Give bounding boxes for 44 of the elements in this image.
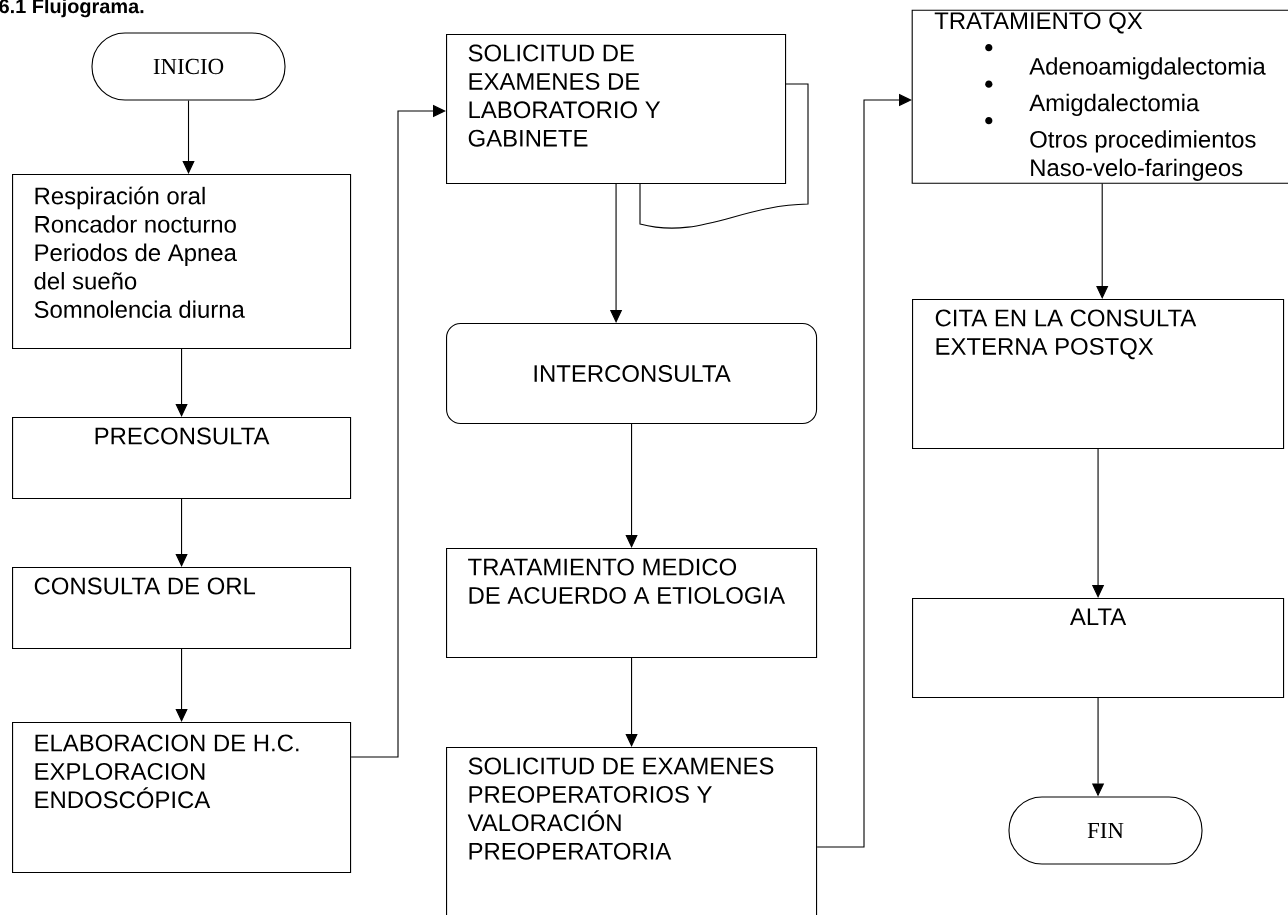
step-text: ENDOSCÓPICA <box>35 787 211 809</box>
step-text: CONSULTA DE ORL <box>34 577 256 595</box>
list-item: Adenoamigdalectomia <box>1029 57 1266 80</box>
step-text: TRATAMIENTO QX <box>934 12 1143 34</box>
step-text: PRECONSULTA <box>95 427 270 445</box>
step-text: TRATAMIENTO MEDICO <box>468 558 737 576</box>
arrow <box>1096 182 1109 299</box>
arrow <box>625 423 638 548</box>
step-text: INTERCONSULTA <box>534 365 731 382</box>
step-text: SOLICITUD DE EXAMENES PREOPERATORIOS Y VALORACIÓN PREOPERATORIA <box>467 757 774 860</box>
terminal-text: INICIO <box>153 58 224 75</box>
process-box <box>12 174 352 350</box>
terminal-text: FIN <box>1087 823 1124 838</box>
step-text: Respiración oral <box>35 186 205 210</box>
arrow <box>625 657 638 747</box>
process-box <box>12 722 352 874</box>
arrow <box>175 648 188 722</box>
step-text: ELABORACION DE H.C. <box>35 734 299 752</box>
list-item: Otros procedimientos Naso-velo-faringeos <box>1030 130 1256 181</box>
start-terminal <box>91 32 286 101</box>
end-terminal <box>1008 796 1203 865</box>
step-text: DE ACUERDO A ETIOLOGIA <box>469 586 786 604</box>
multi-document-box <box>446 34 809 229</box>
list-item: Amigdalectomia <box>1029 93 1200 117</box>
step-text: ALTA <box>1070 608 1127 625</box>
arrow <box>175 348 188 417</box>
process-box <box>446 747 818 915</box>
process-box <box>12 417 352 500</box>
rounded-box <box>446 323 818 425</box>
arrow <box>816 93 912 848</box>
step-text: Periodos de Apnea del sueño <box>34 243 237 290</box>
step-text: EXPLORACION <box>35 762 205 780</box>
arrow <box>350 104 446 758</box>
process-box <box>446 548 818 659</box>
process-box <box>912 598 1285 699</box>
process-box <box>912 299 1285 450</box>
process-box <box>12 567 352 650</box>
arrow <box>175 498 188 567</box>
process-box <box>911 9 1288 184</box>
step-text: Roncador nocturno <box>35 215 236 233</box>
step-text: SOLICITUD DE EXAMENES DE LABORATORIO Y GABINETE <box>468 44 661 147</box>
step-text: CITA EN LA CONSULTA EXTERNA POSTQX <box>935 309 1197 360</box>
arrow <box>182 100 195 174</box>
step-text: Somnolencia diurna <box>34 300 245 318</box>
